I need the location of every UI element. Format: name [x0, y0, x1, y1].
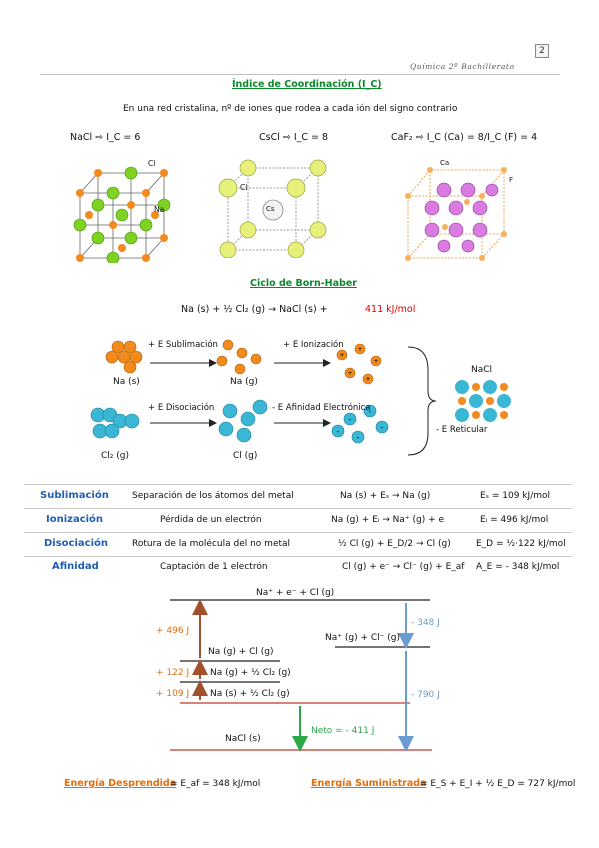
energy-level-diagram: [170, 599, 432, 752]
table-row-desc: Separación de los átomos del metal: [132, 491, 294, 501]
coordination-title: Índice de Coordinación (I_C): [232, 79, 382, 90]
caf2-ca-label: Ca: [440, 159, 450, 167]
table-top-border: [24, 484, 572, 485]
caf2-f-label: F: [509, 176, 514, 184]
value-496: + 496 J: [156, 626, 190, 636]
value-neto: Neto = - 411 J: [311, 726, 375, 736]
table-row-val: E_D = ½·122 kJ/mol: [476, 539, 566, 549]
table-row-name: Ionización: [46, 514, 104, 525]
svg-text:+: +: [339, 352, 344, 359]
table-row-name: Afinidad: [52, 561, 99, 572]
level-nag-cl2-label: Na (g) + ½ Cl₂ (g): [210, 668, 291, 678]
svg-text:+: +: [373, 358, 378, 365]
table-row-eq: Cl (g) + e⁻ → Cl⁻ (g) + E_af: [342, 562, 465, 572]
e-sublimacion-label: + E Sublimación: [148, 340, 218, 350]
energia-suministrada-label: Energía Suministrada: [311, 778, 427, 789]
nacl-label: NaCl: [471, 365, 493, 375]
svg-text:+: +: [365, 376, 370, 383]
coordination-description: En una red cristalina, nº de iones que r…: [123, 104, 458, 114]
svg-text:-: -: [337, 427, 340, 436]
e-ionizacion-label: + E Ionización: [283, 340, 344, 350]
energia-desprendida-eq: = E_af = 348 kJ/mol: [170, 779, 261, 789]
svg-text:-: -: [381, 423, 384, 432]
svg-text:-: -: [357, 433, 360, 442]
level-ion-pair-label: Na⁺ (g) + Cl⁻ (g): [325, 633, 400, 643]
level-nas-cl2-label: Na (s) + ½ Cl₂ (g): [210, 689, 290, 699]
table-row-val: A_E = - 348 kJ/mol: [476, 562, 560, 572]
cscl-cs-label: Cs: [266, 205, 275, 213]
table-row-eq: Na (g) + Eᵢ → Na⁺ (g) + e: [331, 515, 445, 525]
e-disociacion-label: + E Disociación: [148, 403, 215, 413]
caf2-crystal-image: [405, 167, 507, 261]
born-haber-equation: Na (s) + ½ Cl₂ (g) → NaCl (s) +: [181, 304, 328, 315]
nacl-na-label: Na: [154, 205, 165, 214]
cl-g-label: Cl (g): [233, 451, 258, 461]
level-nag-clg-label: Na (g) + Cl (g): [208, 647, 274, 657]
caf2-coordination: CaF₂ ⇨ I_C (Ca) = 8/I_C (F) = 4: [391, 132, 538, 143]
born-haber-schematic: +++ ++ --- --: [90, 339, 511, 456]
born-haber-title: Ciclo de Born-Haber: [250, 278, 357, 289]
na-s-label: Na (s): [113, 377, 140, 387]
table-row-desc: Pérdida de un electrón: [160, 515, 262, 525]
cscl-crystal-image: [218, 159, 327, 258]
header-divider: [40, 74, 560, 75]
table-row-name: Sublimación: [40, 490, 109, 501]
cl2-g-label: Cl₂ (g): [101, 451, 129, 461]
table-row-name: Disociación: [44, 538, 108, 549]
table-row-eq: ½ Cl (g) + E_D/2 → Cl (g): [338, 539, 451, 549]
level-bottom-label: NaCl (s): [225, 734, 261, 744]
table-row-divider: [24, 532, 572, 533]
value-790: - 790 J: [411, 690, 440, 700]
level-top-label: Na⁺ + e⁻ + Cl (g): [256, 588, 335, 598]
value-348: - 348 J: [411, 618, 440, 628]
na-g-label: Na (g): [230, 377, 258, 387]
cscl-cl-label: Cl: [240, 183, 248, 192]
e-reticular-label: - E Reticular: [436, 425, 488, 435]
header-subject: Química 2º Bachillerato: [410, 62, 515, 71]
energia-desprendida-label: Energía Desprendida: [64, 778, 177, 789]
value-122: + 122 J: [156, 668, 190, 678]
born-haber-equation-value: 411 kJ/mol: [365, 304, 416, 315]
table-row-desc: Captación de 1 electrón: [160, 562, 268, 572]
svg-text:-: -: [349, 415, 352, 424]
e-afinidad-label: - E Afinidad Electrónica: [272, 403, 371, 413]
table-row-desc: Rotura de la molécula del no metal: [132, 539, 291, 549]
table-row-eq: Na (s) + Eₛ → Na (g): [340, 491, 431, 501]
nacl-crystal-image: [73, 166, 171, 263]
energia-suministrada-eq: = E_S + E_I + ½ E_D = 727 kJ/mol: [420, 779, 576, 789]
table-row-divider: [24, 508, 572, 509]
page-number: 2: [535, 44, 549, 58]
nacl-cl-label: Cl: [148, 159, 156, 168]
svg-text:+: +: [357, 346, 362, 353]
svg-text:-: -: [369, 407, 372, 416]
svg-text:+: +: [347, 370, 352, 377]
table-row-divider: [24, 556, 572, 557]
value-109: + 109 J: [156, 689, 190, 699]
table-row-val: Eᵢ = 496 kJ/mol: [480, 515, 549, 525]
cscl-coordination: CsCl ⇨ I_C = 8: [259, 132, 329, 143]
table-row-val: Eₛ = 109 kJ/mol: [480, 491, 551, 501]
nacl-coordination: NaCl ⇨ I_C = 6: [70, 132, 141, 143]
